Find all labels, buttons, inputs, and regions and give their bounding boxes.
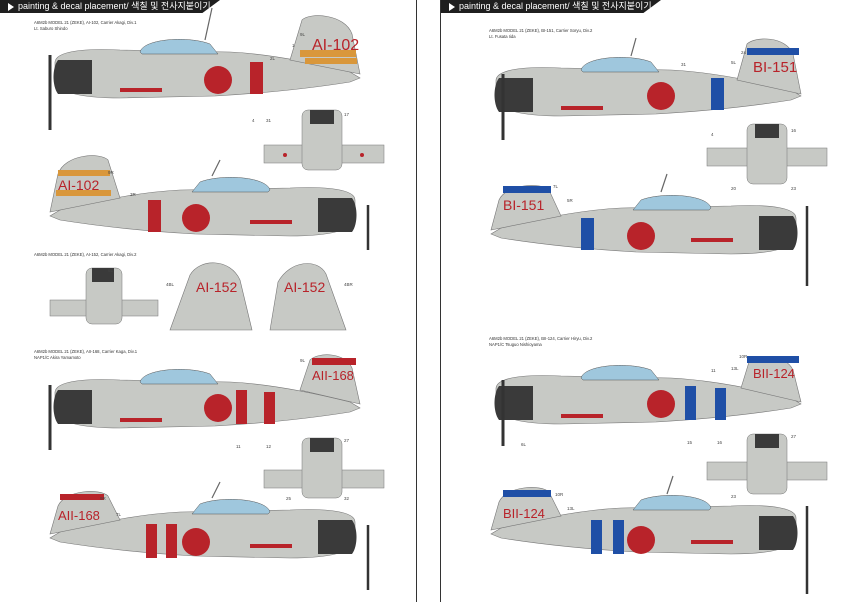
callout-1: 1: [292, 43, 295, 48]
callout-4-r: 4: [711, 132, 714, 137]
right-page: painting & decal placement/ 색칠 및 전사지붙이기 …: [440, 0, 857, 602]
tail-code-aii168: AII-168: [312, 368, 354, 383]
tail-code-ai102-b: AI-102: [58, 177, 99, 193]
callout-23: 23: [791, 186, 797, 191]
callout-20: 20: [731, 186, 737, 191]
callout-12: 12: [266, 444, 272, 449]
callout-25: 25: [286, 496, 292, 501]
callout-46-r: 6L: [521, 442, 527, 447]
tail-ai152-right: AI-152: [269, 263, 347, 331]
plane-bi151-side-right: BI-151: [490, 173, 809, 286]
callout-17: 17: [344, 112, 350, 117]
tail-code-ai152-right: AI-152: [284, 279, 325, 295]
callout-27-r: 27: [791, 434, 797, 439]
callout-24: 23: [731, 494, 737, 499]
callout-16: 16: [791, 128, 797, 133]
plane-bi151-side: BI-151: [494, 37, 802, 140]
header-bar-right: painting & decal placement/ 색칠 및 전사지붙이기: [441, 0, 661, 13]
callout-31: 31: [266, 118, 272, 123]
callout-2L: 2L: [270, 56, 276, 61]
plane-bii124-underside: [706, 433, 828, 495]
plane-aii168-side-right: AII-168: [49, 481, 370, 590]
tail-code-aii168-b: AII-168: [58, 508, 100, 523]
callout-14L: 13L: [731, 366, 739, 371]
callout-9L-b: 9L: [300, 358, 306, 363]
plane-bii124-side-right: BII-124: [490, 475, 809, 594]
arrow-icon: [8, 2, 14, 11]
callout-11-r: 11: [711, 368, 716, 373]
callout-32: 32: [344, 496, 350, 501]
tail-code-bii124: BII-124: [753, 366, 795, 381]
caption-bi151-pilot: Lt. Fusata Iida: [489, 34, 516, 39]
callout-4: 4: [252, 118, 255, 123]
plane-ai102-side-right: AI-102: [49, 155, 370, 250]
header-title-right: painting & decal placement/ 색칠 및 전사지붙이기: [459, 1, 652, 11]
callout-46: 6L: [108, 268, 114, 273]
callout-11: 11: [236, 444, 241, 449]
callout-13R: 10R: [555, 492, 564, 497]
caption-bii124: A6M2b MODEL 21 (ZEKE), BII-124, Carrier …: [489, 336, 593, 341]
caption-ai102: A6M2b MODEL 21 (ZEKE), AI-102, Carrier A…: [34, 20, 137, 25]
page-gutter: [417, 0, 440, 602]
caption-bii124-pilot: NAP1/C Tsuguo Nishioyama: [489, 342, 542, 347]
callout-4BL: 4BL: [166, 282, 175, 287]
caption-bi151: A6M2b MODEL 21 (ZEKE), BI-151, Carrier S…: [489, 28, 593, 33]
callout-9L: 9L: [300, 32, 306, 37]
callout-3R: 3R: [130, 192, 137, 197]
header-bar-left: painting & decal placement/ 색칠 및 전사지붙이기: [0, 0, 220, 13]
callout-7L: 5L: [731, 60, 737, 65]
plane-aii168-side: AII-168: [48, 354, 361, 450]
plane-aii168-underside: [263, 437, 385, 499]
left-page: painting & decal placement/ 색칠 및 전사지붙이기 …: [0, 0, 417, 602]
caption-aii168-pilot: NAP1/C Akira Yamamoto: [34, 355, 81, 360]
plane-ai102-underside: [263, 109, 385, 171]
callout-9R-b: 9R: [100, 496, 107, 501]
arrow-icon: [449, 2, 455, 11]
caption-aii168: A6M2b MODEL 21 (ZEKE), AII-168, Carrier …: [34, 349, 138, 354]
tail-code-bi151-b: BI-151: [503, 197, 544, 213]
plane-bi151-underside: [706, 123, 828, 185]
callout-13L: 10R: [739, 354, 748, 359]
caption-ai152: A6M2b MODEL 21 (ZEKE), AI-152, Carrier A…: [34, 252, 137, 257]
caption-ai102-pilot: Lt. Saburo Shindo: [34, 26, 68, 31]
callout-7R: 5R: [567, 198, 574, 203]
callout-16-r: 16: [717, 440, 723, 445]
tail-code-bi151: BI-151: [753, 59, 797, 76]
callout-5R: 7L: [553, 184, 559, 189]
tail-code-bii124-b: BII-124: [503, 506, 545, 521]
plane-ai102-side: AI-102: [48, 7, 361, 130]
tail-code-ai152-left: AI-152: [196, 279, 237, 295]
callout-4BR: 4BR: [344, 282, 354, 287]
callout-15: 15: [687, 440, 693, 445]
callout-9R: 9R: [108, 170, 115, 175]
header-title-left: painting & decal placement/ 색칠 및 전사지붙이기: [18, 1, 211, 11]
callout-31-r: 31: [681, 62, 687, 67]
right-illustrations: BI-151 BI-151: [490, 37, 828, 594]
tail-ai152-left: AI-152: [169, 262, 253, 331]
callout-14R: 13L: [567, 506, 575, 511]
callout-10R: 7L: [116, 512, 122, 517]
callout-27: 27: [344, 438, 350, 443]
plane-ai152-underside: [49, 267, 159, 325]
callout-5L: 24: [741, 50, 747, 55]
tail-code-ai102: AI-102: [312, 37, 359, 54]
plane-bii124-side: BII-124: [494, 356, 802, 446]
left-illustrations: AI-102 AI-102: [48, 7, 385, 590]
